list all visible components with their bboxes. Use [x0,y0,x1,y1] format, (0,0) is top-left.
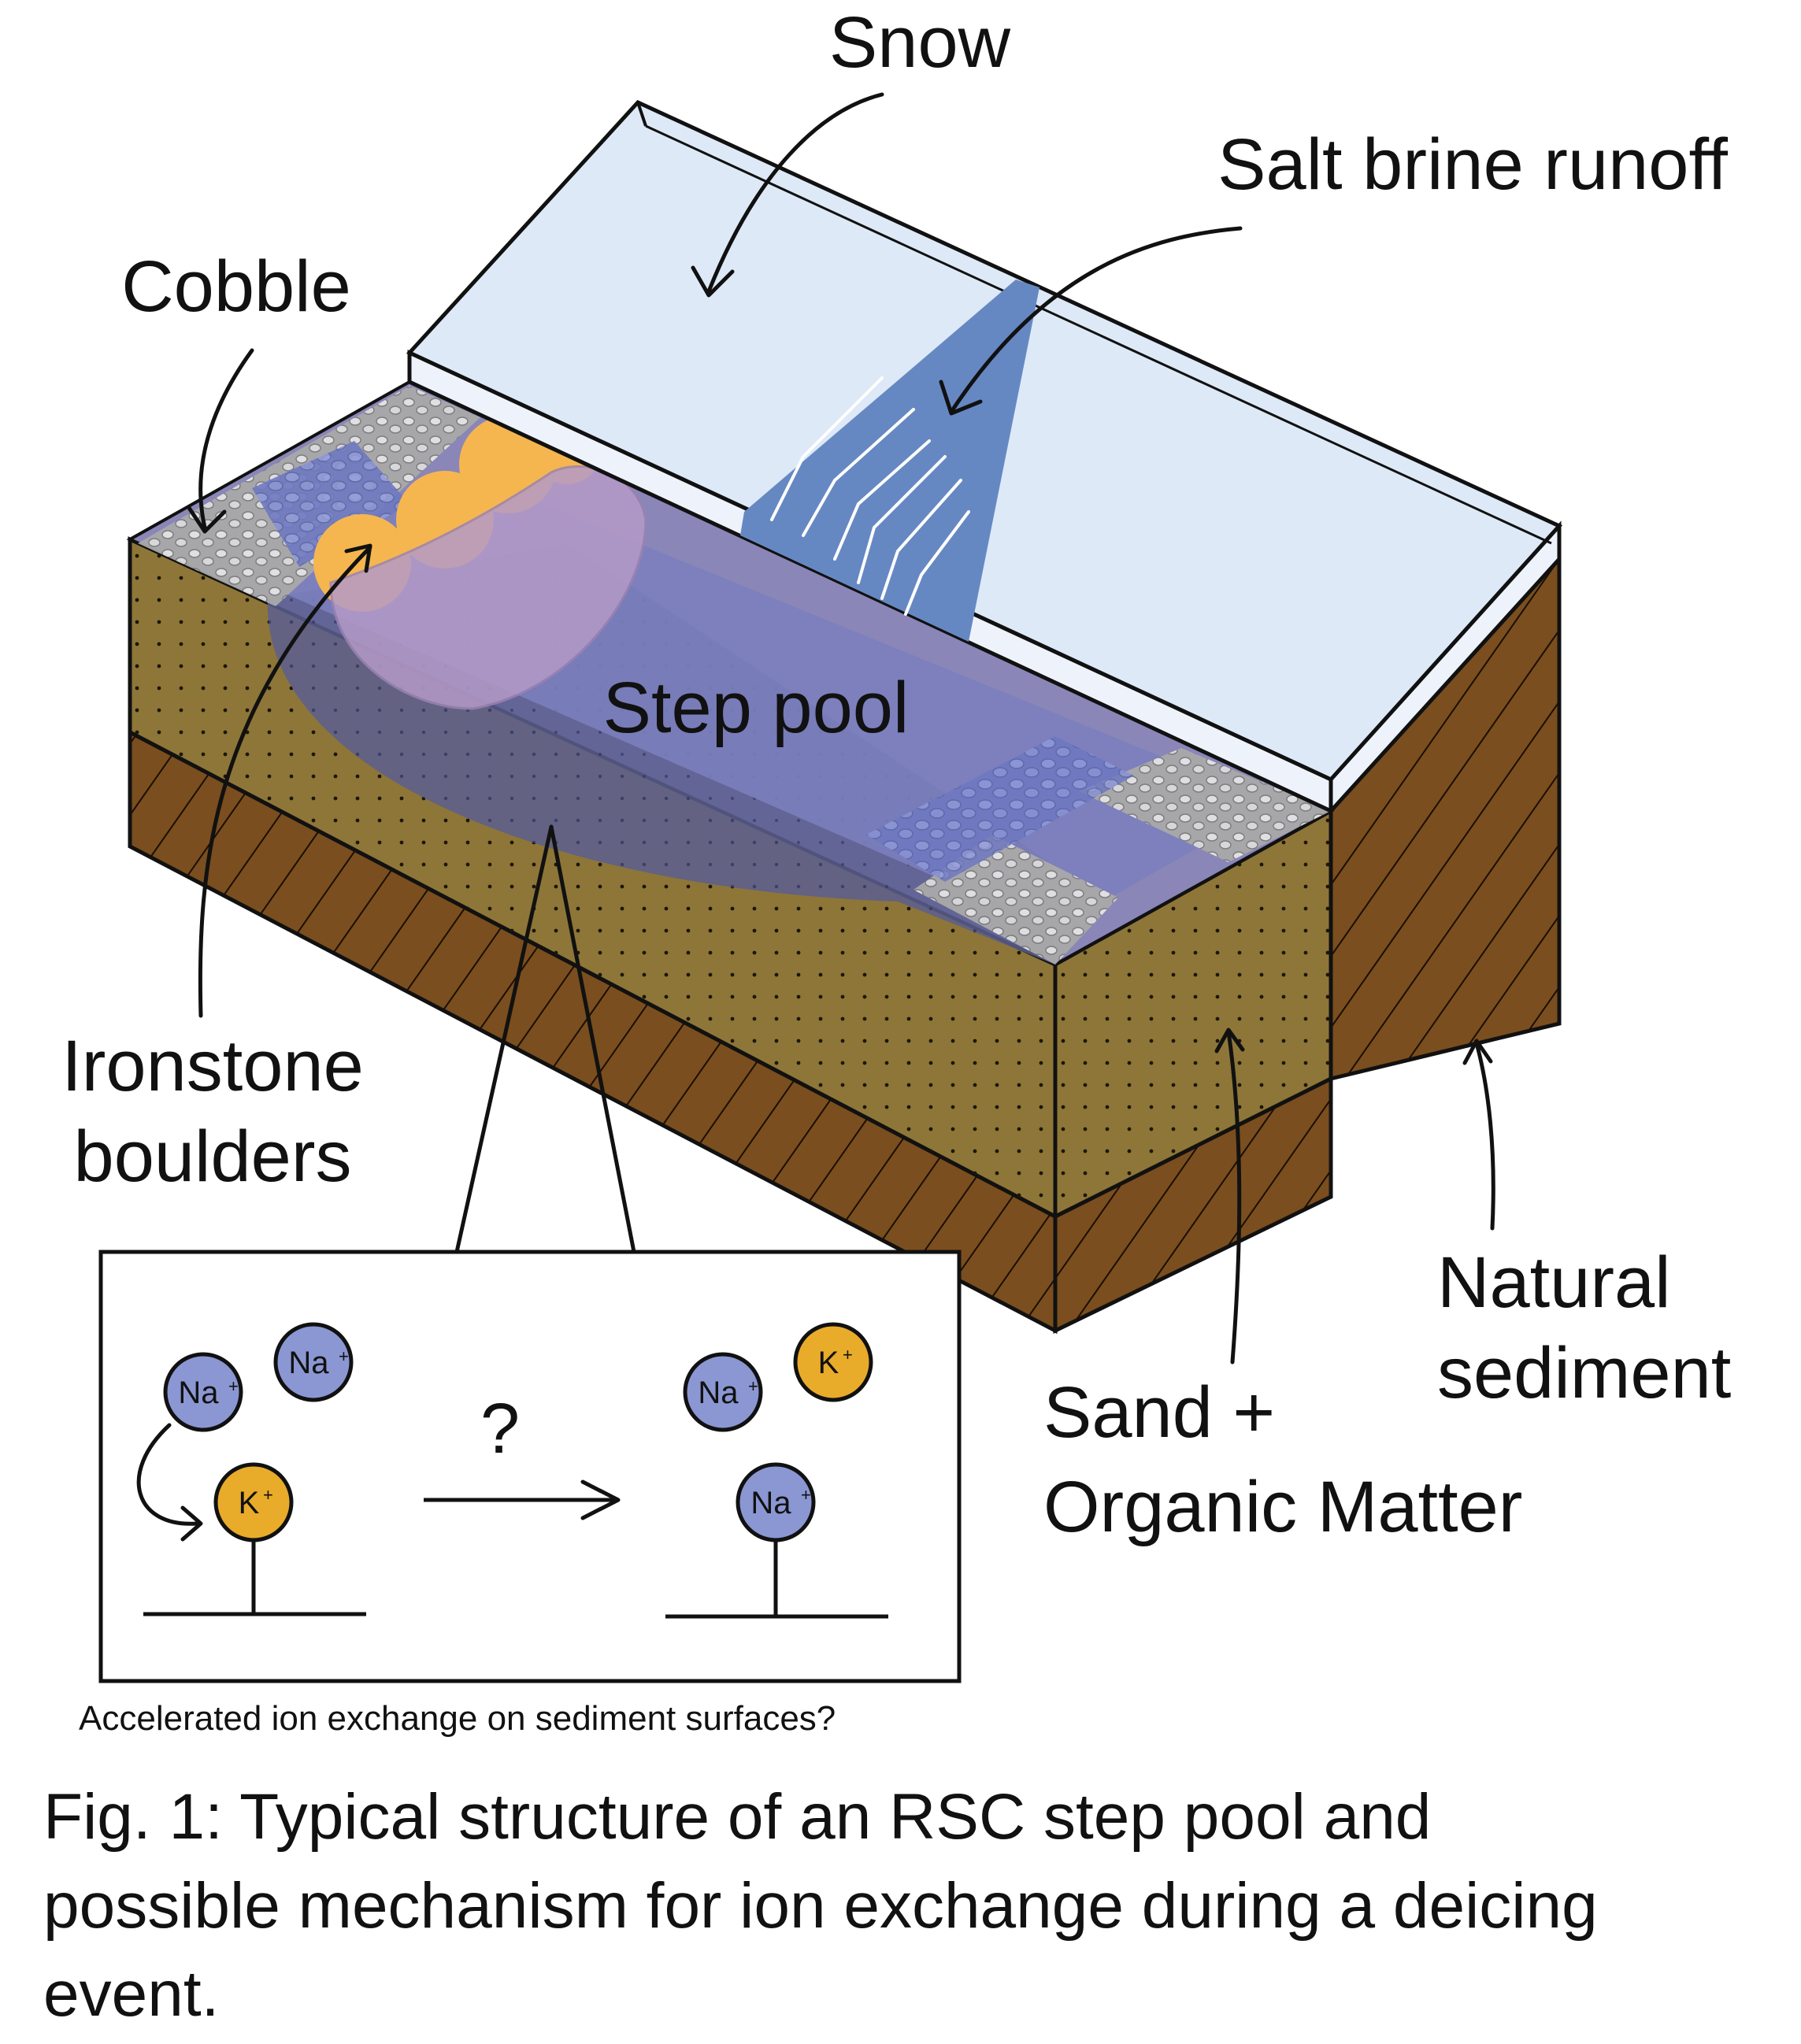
sand-label-line2: Organic Matter [1043,1467,1522,1547]
snow-label: Snow [829,2,1011,83]
ironstone-label-line1: Ironstone [61,1026,364,1106]
pebble-patch-upper [252,441,409,567]
salt-brine-arrow [951,226,1243,412]
natural-sediment-label-line2: sediment [1437,1333,1731,1413]
pebble-patch-lower [866,736,1134,882]
svg-text:K: K [818,1346,839,1380]
natural-sediment-arrow [1474,1041,1495,1231]
ironstone-arrow [198,545,372,1018]
cobble-arrow [198,348,254,530]
ironstone-label-line2: boulders [74,1116,352,1197]
svg-text:K: K [239,1486,260,1520]
caption-line2: possible mechanism for ion exchange duri… [43,1870,1598,1942]
ion-na-c [683,1352,763,1432]
ion-na-b [273,1322,354,1402]
callout-line-right [549,824,636,1254]
svg-text:Na: Na [698,1376,739,1410]
svg-text:+: + [228,1376,239,1396]
brine-flow-lines [770,376,970,616]
salt-brine-runoff-label: Salt brine runoff [1217,124,1728,205]
snow-right-edge [1329,520,1562,816]
ion-exchange-inset: Na + Na + K + ? Na + K + Na + [98,1250,962,1683]
natural-sediment-label-line1: Natural [1437,1242,1671,1323]
step-pool-label: Step pool [603,668,910,748]
svg-text:+: + [339,1346,349,1366]
sand-arrow [1226,1029,1242,1365]
svg-text:+: + [843,1345,853,1365]
ion-na-a [163,1352,243,1432]
svg-text:Na: Na [750,1486,791,1520]
sand-right-texture [1055,811,1331,1216]
cobble-patch-lower-2 [1079,748,1331,862]
callout-line-left [454,824,554,1254]
exchange-question: ? [480,1390,520,1468]
svg-text:+: + [263,1485,273,1505]
svg-text:Na: Na [178,1376,219,1410]
caption-line3: event. [43,1958,219,2030]
ironstone-boulders [313,413,647,710]
inset-note: Accelerated ion exchange on sediment sur… [79,1699,836,1738]
snow-arrow [706,92,884,294]
svg-text:Na: Na [288,1346,329,1380]
svg-text:+: + [801,1485,811,1505]
svg-text:+: + [748,1376,758,1396]
caption-line1: Fig. 1: Typical structure of an RSC step… [43,1781,1431,1853]
ion-k-free [793,1322,873,1402]
cobble-label: Cobble [121,246,351,327]
sand-label-line1: Sand + [1043,1372,1275,1453]
salt-brine-runoff-wedge [740,280,1039,642]
